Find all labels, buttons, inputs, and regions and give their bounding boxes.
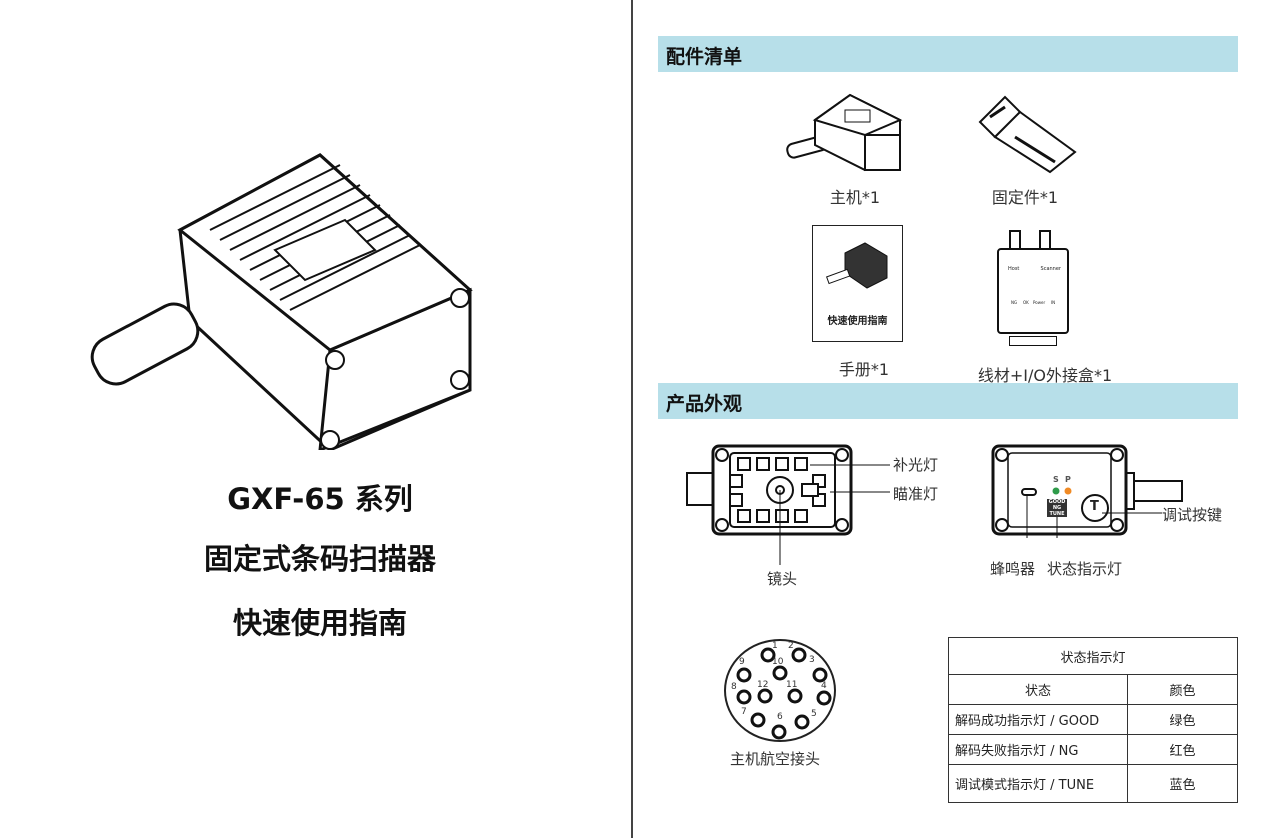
table-cell: 蓝色 [1127, 764, 1238, 803]
io-box-connector [1039, 230, 1051, 250]
table-cell: 红色 [1127, 734, 1238, 765]
connector-pins [736, 647, 832, 740]
aviation-connector [724, 639, 836, 742]
io-box-scanner-label: Scanner [1040, 266, 1061, 272]
pin-4: 4 [821, 681, 827, 691]
manual-booklet-title: 快速使用指南 [827, 316, 888, 327]
cover-title-guide: 快速使用指南 [232, 606, 407, 640]
io-box-illustration: Host Scanner NG OK Power IN [997, 230, 1069, 346]
connector-pin-numbers: 1 2 3 4 5 6 7 8 9 10 11 12 [724, 635, 839, 745]
cover-title-product: 固定式条码扫描器 [203, 542, 436, 576]
led-green [1052, 487, 1060, 495]
section-appearance: 产品外观 [658, 383, 1238, 419]
accessory-manual-label: 手册*1 [838, 360, 890, 379]
io-box-ng-label: NG [1011, 300, 1018, 305]
label-aim-light: 瞄准灯 [893, 485, 939, 503]
table-cell: 绿色 [1127, 704, 1238, 735]
manual-illustration: 快速使用指南 [812, 225, 903, 342]
bracket-illustration [978, 95, 1077, 174]
table-header-status: 状态 [948, 674, 1128, 705]
accessory-host-label: 主机*1 [829, 188, 881, 207]
io-box-connector [1009, 230, 1021, 250]
scanner-illustration [90, 153, 473, 450]
io-box-in-label: IN [1051, 300, 1056, 305]
status-ng-text: NG [1052, 505, 1062, 511]
scanner-back-view [991, 444, 1183, 538]
led-orange [1064, 487, 1072, 495]
pin-11: 11 [786, 680, 798, 690]
label-lens: 镜头 [767, 570, 798, 588]
manual-host-icon [825, 242, 888, 289]
pin-3: 3 [809, 655, 815, 665]
label-fill-light: 补光灯 [893, 456, 939, 474]
pin-12: 12 [757, 680, 769, 690]
table-title: 状态指示灯 [948, 637, 1238, 675]
label-buzzer: 蜂鸣器 [990, 560, 1036, 578]
io-box-ok-label: OK [1023, 300, 1029, 305]
section-accessories: 配件清单 [658, 36, 1238, 72]
label-p: P [1065, 475, 1071, 484]
status-tune-text: TUNE [1049, 511, 1065, 517]
io-box-terminal [1009, 336, 1057, 346]
host-illustration [786, 93, 903, 172]
page-divider [631, 0, 633, 838]
label-tune-button: 调试按键 [1162, 506, 1223, 524]
front-leader-lines [779, 464, 890, 565]
pin-5: 5 [811, 709, 817, 719]
accessory-bracket-label: 固定件*1 [991, 188, 1059, 207]
label-status-led: 状态指示灯 [1047, 560, 1123, 578]
table-cell: 解码失败指示灯 / NG [948, 734, 1128, 765]
pin-2: 2 [788, 641, 794, 651]
label-s: S [1053, 475, 1059, 484]
pin-1: 1 [772, 641, 778, 651]
pin-6: 6 [777, 712, 783, 722]
io-box-power-label: Power [1033, 300, 1046, 305]
table-header-color: 颜色 [1127, 674, 1238, 705]
pin-7: 7 [741, 707, 747, 717]
cover-title-series: GXF-65 系列 [227, 482, 413, 516]
pin-9: 9 [739, 657, 745, 667]
label-aviation-connector: 主机航空接头 [730, 750, 821, 768]
io-box-host-label: Host [1008, 266, 1020, 272]
tune-button-t: T [1090, 499, 1099, 514]
pin-8: 8 [731, 682, 737, 692]
table-cell: 调试模式指示灯 / TUNE [948, 764, 1128, 803]
status-print: GOOD NG TUNE [1047, 499, 1067, 517]
status-good-text: GOOD [1048, 499, 1066, 505]
scanner-front-view [686, 444, 853, 536]
accessory-cable-label: 线材+I/O外接盒*1 [977, 366, 1113, 385]
table-cell: 解码成功指示灯 / GOOD [948, 704, 1128, 735]
pin-10: 10 [772, 657, 784, 667]
